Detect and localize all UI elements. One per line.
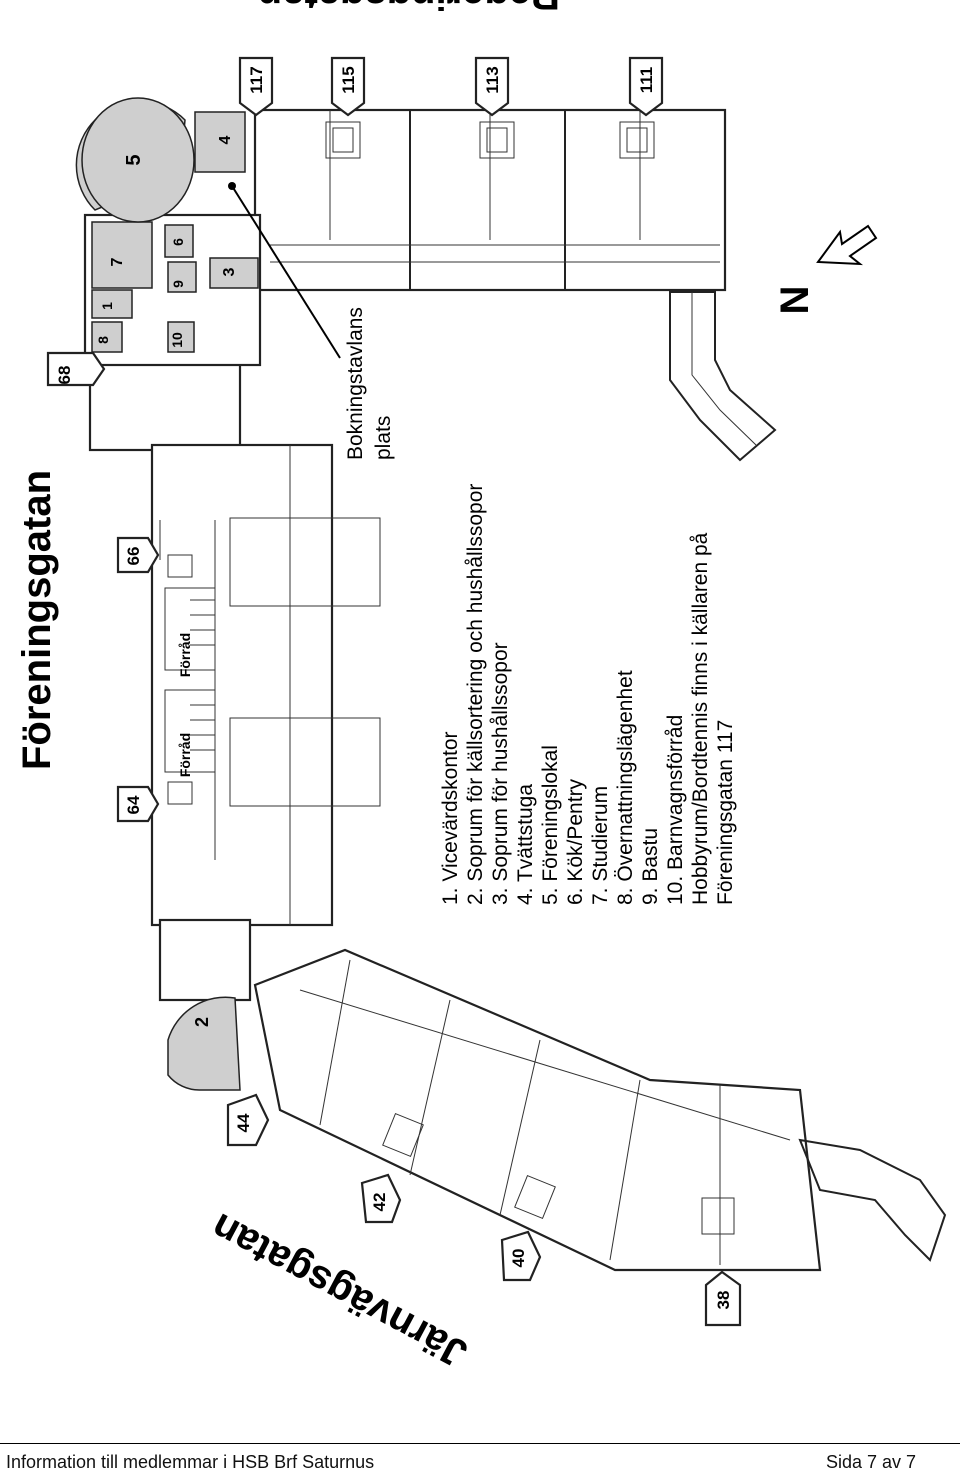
legend-note-line-1: Hobbyrum/Bordtennis finns i källaren på (689, 532, 712, 905)
north-arrow: N (773, 224, 878, 315)
entrance-38: 38 (714, 1291, 733, 1310)
top-wing (253, 108, 777, 462)
legend-item-7: 7. Studierum (589, 786, 612, 905)
entrance-markers: 117 115 113 111 68 66 64 44 42 40 38 (46, 56, 742, 1327)
room-3-number: 3 (221, 267, 238, 276)
room-2-number: 2 (192, 1017, 212, 1027)
legend-note-line-2: Föreningsgatan 117 (714, 720, 737, 905)
floor-plan: Regeringsgatan Föreningsgatan Järnvägsga… (15, 0, 947, 1376)
entrance-66: 66 (124, 547, 143, 566)
legend-item-10: 10. Barnvagnsförråd (664, 715, 687, 905)
legend-item-4: 4. Tvättstuga (514, 784, 537, 905)
left-wing: Förråd Förråd (88, 358, 381, 1002)
entrance-115: 115 (339, 66, 358, 93)
north-label: N (773, 286, 817, 315)
legend: 1. Vicevärdskontor 2. Soprum för källsor… (439, 484, 737, 905)
corner-rooms: 5 4 7 6 3 9 1 8 10 (75, 97, 341, 367)
street-top-label: Regeringsgatan (258, 0, 560, 17)
booking-board-annotation: Bokningstavlans plats (344, 307, 395, 460)
entrance-117: 117 (247, 66, 266, 93)
legend-item-3: 3. Soprum för hushållssopor (489, 642, 512, 905)
street-bottom-label: Järnvägsgatan (204, 1205, 474, 1376)
annotation-line-2: plats (372, 416, 395, 460)
bottom-wing: 2 (167, 948, 947, 1272)
page-footer: Information till medlemmar i HSB Brf Sat… (0, 1443, 960, 1473)
storage-label-2: Förråd (177, 733, 193, 777)
entrance-68: 68 (55, 366, 74, 385)
room-6-number: 6 (170, 238, 186, 246)
annotation-line-1: Bokningstavlans (344, 307, 367, 460)
legend-item-1: 1. Vicevärdskontor (439, 731, 462, 905)
entrance-64: 64 (124, 795, 143, 814)
entrance-111: 111 (637, 67, 656, 94)
room-10-number: 10 (169, 332, 185, 348)
footer-page-number: Sida 7 av 7 (825, 1452, 916, 1472)
legend-item-9: 9. Bastu (639, 828, 662, 905)
entrance-44: 44 (234, 1113, 253, 1132)
room-9-number: 9 (170, 280, 186, 288)
left-wing-outline (150, 443, 334, 927)
footer-left-text: Information till medlemmar i HSB Brf Sat… (6, 1452, 375, 1472)
entrance-113: 113 (483, 66, 502, 93)
room-7-number: 7 (109, 257, 126, 266)
north-arrow-icon (816, 224, 878, 266)
room-5-number: 5 (123, 154, 145, 165)
street-left-label: Föreningsgatan (15, 470, 59, 770)
legend-item-5: 5. Föreningslokal (539, 745, 562, 905)
entrance-42: 42 (370, 1193, 389, 1212)
room-8-number: 8 (95, 336, 111, 344)
legend-item-6: 6. Kök/Pentry (564, 778, 587, 905)
room-4-number: 4 (217, 135, 234, 144)
room-1-number: 1 (99, 302, 115, 310)
legend-item-2: 2. Soprum för källsortering och hushålls… (464, 484, 487, 905)
legend-item-8: 8. Övernattningslägenhet (614, 670, 637, 905)
bottom-wing-outline (253, 948, 822, 1272)
entrance-40: 40 (509, 1249, 528, 1268)
storage-label-1: Förråd (177, 633, 193, 677)
